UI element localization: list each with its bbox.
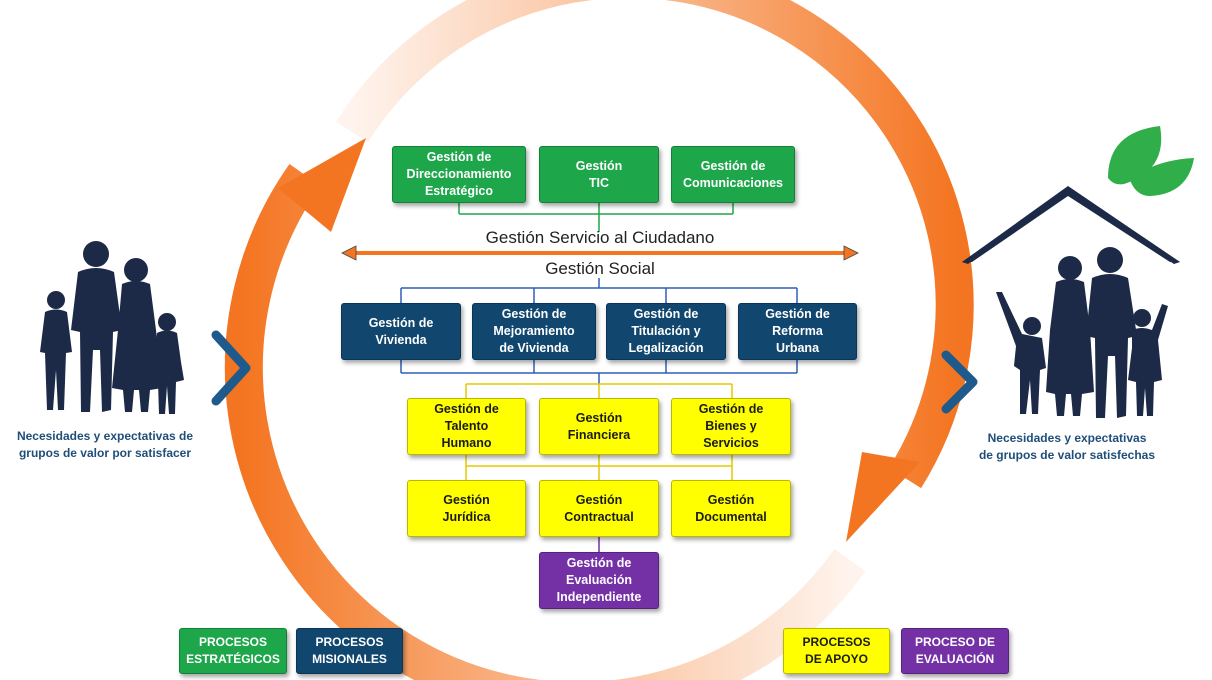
process-label: Gestión de Direccionamiento Estratégico: [406, 150, 512, 198]
process-mejoramiento-vivienda[interactable]: Gestión de Mejoramiento de Vivienda: [472, 303, 596, 360]
process-reforma-urbana[interactable]: Gestión de Reforma Urbana: [738, 303, 857, 360]
support-connectors: [465, 383, 733, 480]
process-financiera[interactable]: Gestión Financiera: [539, 398, 659, 455]
family-silhouette-icon-left: [40, 241, 184, 414]
legend-estrategicos: PROCESOS ESTRATÉGICOS: [179, 628, 287, 674]
process-documental[interactable]: Gestión Documental: [671, 480, 791, 537]
process-tic[interactable]: Gestión TIC: [539, 146, 659, 203]
process-juridica[interactable]: Gestión Jurídica: [407, 480, 526, 537]
legend-label: PROCESO DE EVALUACIÓN: [914, 635, 995, 666]
process-titulacion-legalizacion[interactable]: Gestión de Titulación y Legalización: [606, 303, 726, 360]
process-label: Gestión Financiera: [567, 410, 631, 442]
cycle-arrowhead-bottom: [846, 452, 920, 542]
strategic-connectors: [458, 203, 734, 232]
process-label: Gestión Contractual: [564, 492, 634, 524]
missional-connectors: [400, 278, 798, 384]
process-label: Gestión Jurídica: [442, 492, 491, 524]
legend-apoyo: PROCESOS DE APOYO: [783, 628, 890, 674]
legend-misionales: PROCESOS MISIONALES: [296, 628, 403, 674]
legend-label: PROCESOS DE APOYO: [802, 635, 871, 666]
right-caption: Necesidades y expectativas de grupos de …: [978, 431, 1156, 462]
cycle-arrowhead-top: [278, 138, 366, 232]
process-label: Gestión de Mejoramiento de Vivienda: [493, 307, 575, 355]
process-label: Gestión de Talento Humano: [434, 402, 499, 450]
process-talento-humano[interactable]: Gestión de Talento Humano: [407, 398, 526, 455]
service-double-arrow: [341, 245, 859, 261]
process-label: Gestión de Vivienda: [368, 315, 434, 347]
family-silhouette-icon-right: [996, 247, 1168, 418]
legend-label: PROCESOS MISIONALES: [312, 635, 387, 666]
social-label: Gestión Social: [545, 259, 655, 278]
legend-label: PROCESOS ESTRATÉGICOS: [186, 635, 280, 666]
legend-evaluacion: PROCESO DE EVALUACIÓN: [901, 628, 1009, 674]
process-label: Gestión TIC: [575, 158, 623, 190]
cycle-arc-top: [335, 0, 974, 489]
process-contractual[interactable]: Gestión Contractual: [539, 480, 659, 537]
process-label: Gestión de Evaluación Independiente: [556, 556, 642, 604]
service-label: Gestión Servicio al Ciudadano: [485, 228, 715, 247]
process-evaluacion-independiente[interactable]: Gestión de Evaluación Independiente: [539, 552, 659, 609]
process-label: Gestión de Reforma Urbana: [765, 307, 830, 355]
process-comunicaciones[interactable]: Gestión de Comunicaciones: [671, 146, 795, 203]
process-label: Gestión de Bienes y Servicios: [698, 402, 764, 450]
chevron-right-icon-left: [211, 330, 251, 406]
house-roof-icon: [962, 186, 1180, 264]
process-bienes-servicios[interactable]: Gestión de Bienes y Servicios: [671, 398, 791, 455]
process-vivienda[interactable]: Gestión de Vivienda: [341, 303, 461, 360]
process-label: Gestión Documental: [695, 492, 767, 524]
process-label: Gestión de Comunicaciones: [682, 158, 784, 190]
left-caption: Necesidades y expectativas de grupos de …: [16, 429, 194, 460]
chevron-right-icon-right: [941, 350, 978, 414]
process-label: Gestión de Titulación y Legalización: [628, 307, 704, 355]
leaf-icon: [1108, 126, 1194, 196]
process-direccionamiento-estrategico[interactable]: Gestión de Direccionamiento Estratégico: [392, 146, 526, 203]
